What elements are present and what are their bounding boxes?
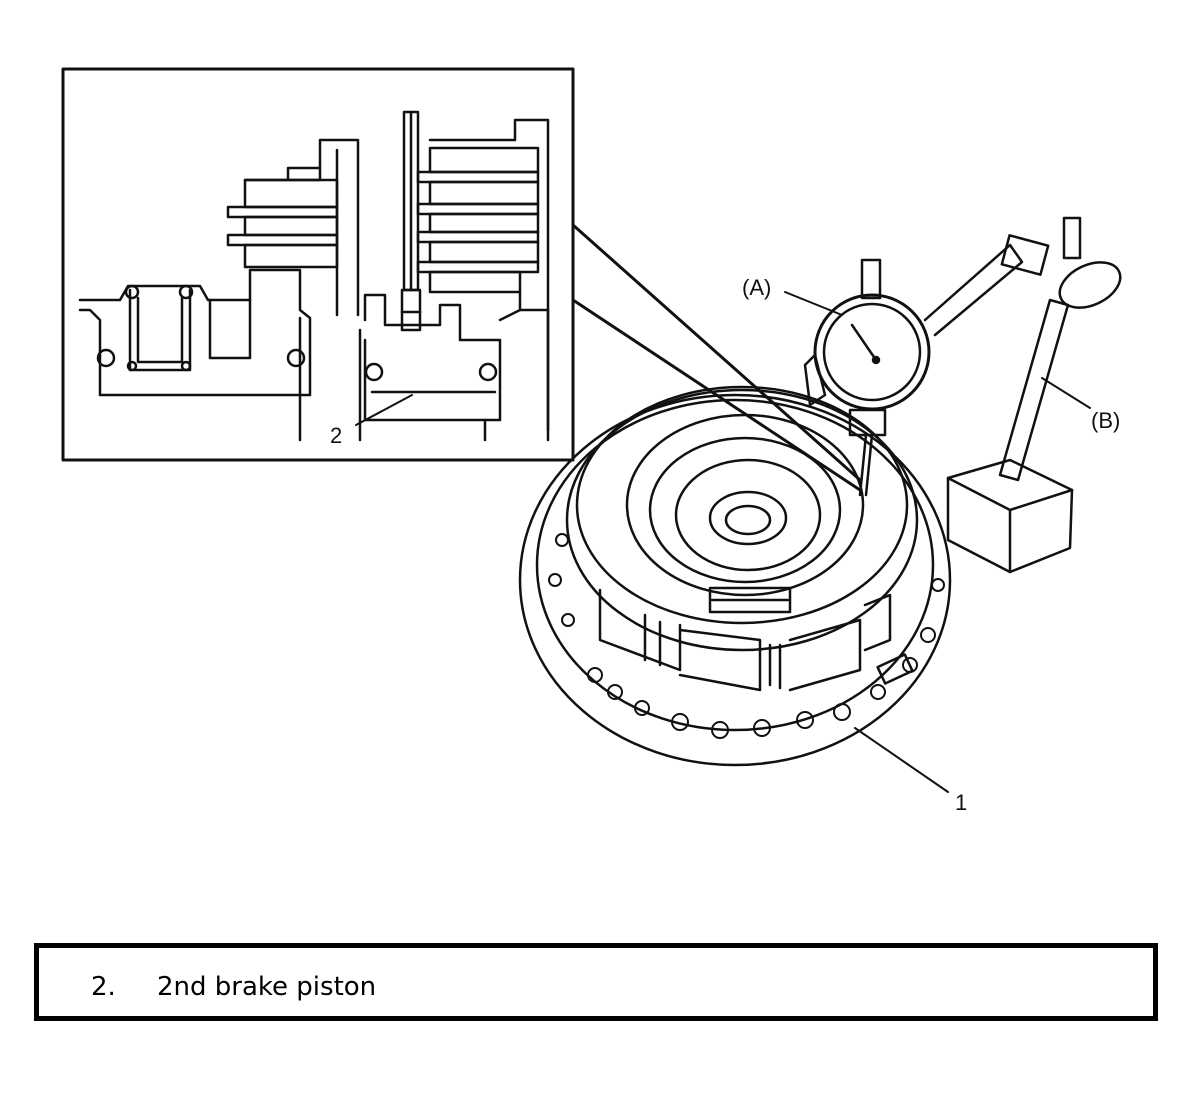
legend-row: 2. 2nd brake piston — [91, 972, 376, 1002]
brake-assembly — [518, 216, 1122, 767]
callout-b: (B) — [1091, 408, 1120, 433]
callout-a: (A) — [742, 275, 771, 300]
technical-diagram: (A) (B) 1 2 — [61, 67, 1122, 815]
callout-1: 1 — [955, 790, 967, 815]
legend-number: 2. — [91, 972, 116, 1002]
callout-2: 2 — [330, 423, 342, 448]
legend-box: 2. 2nd brake piston — [34, 943, 1158, 1021]
inset-detail — [61, 67, 862, 492]
legend-text: 2nd brake piston — [157, 972, 377, 1002]
